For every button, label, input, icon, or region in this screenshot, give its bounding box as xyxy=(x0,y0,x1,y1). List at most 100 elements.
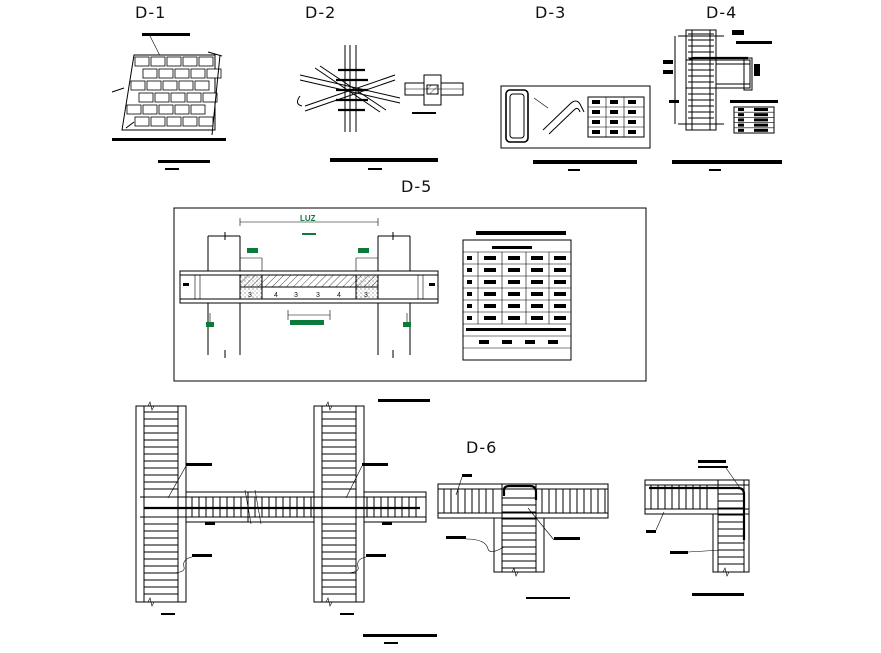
detail-title-d5: D-5 xyxy=(401,177,432,196)
table-cell-mark xyxy=(592,100,600,104)
detail-title-d2: D-2 xyxy=(305,3,336,22)
h-frame-joint-detail xyxy=(135,399,437,644)
brick xyxy=(158,68,174,79)
table-cell-mark xyxy=(531,316,543,320)
d4-schedule-table xyxy=(734,106,774,132)
brick xyxy=(166,56,182,67)
table-cell-mark xyxy=(484,304,496,308)
table-cell-mark xyxy=(467,268,472,272)
brick xyxy=(194,80,210,91)
table-cell-mark xyxy=(592,120,600,124)
table-cell-mark xyxy=(484,280,496,284)
table-cell-mark xyxy=(467,316,472,320)
brick xyxy=(134,116,150,127)
d5-bar-number: 3 xyxy=(364,292,368,299)
table-cell-mark xyxy=(610,120,618,124)
table-cell-mark xyxy=(484,268,496,272)
d6-beam-stirrups xyxy=(443,489,606,513)
table-cell-mark xyxy=(531,268,543,272)
brick xyxy=(150,56,166,67)
table-cell-mark xyxy=(754,108,768,111)
brick xyxy=(190,68,206,79)
table-cell-mark xyxy=(554,268,566,272)
table-cell-mark xyxy=(502,340,512,344)
brick xyxy=(154,92,170,103)
brick xyxy=(150,116,166,127)
brick xyxy=(134,56,150,67)
brick xyxy=(174,104,190,115)
brick xyxy=(170,92,186,103)
brick xyxy=(198,56,214,67)
d1-brick-courses xyxy=(126,56,222,127)
brick xyxy=(126,104,142,115)
table-cell-mark xyxy=(467,256,472,260)
d1-brick-wall-detail xyxy=(111,33,226,170)
table-cell-mark xyxy=(467,304,472,308)
brick xyxy=(142,104,158,115)
table-cell-mark xyxy=(531,292,543,296)
d5-bar-schedule-table xyxy=(463,251,571,349)
table-cell-mark xyxy=(754,118,768,122)
table-cell-mark xyxy=(554,292,566,296)
table-cell-mark xyxy=(508,256,520,260)
brick xyxy=(146,80,162,91)
d6-l-column-ties xyxy=(718,493,744,565)
d5-bar-number: 3 xyxy=(294,292,298,299)
table-cell-mark xyxy=(508,280,520,284)
brick xyxy=(174,68,190,79)
d5-bar-number: 4 xyxy=(274,292,278,299)
d5-span-label: LUZ xyxy=(300,214,316,223)
brick xyxy=(206,68,222,79)
table-cell-mark xyxy=(628,120,636,124)
table-cell-mark xyxy=(592,110,600,114)
table-cell-mark xyxy=(554,280,566,284)
table-cell-mark xyxy=(554,304,566,308)
table-cell-mark xyxy=(467,280,472,284)
brick xyxy=(198,116,214,127)
brick xyxy=(158,104,174,115)
table-cell-mark xyxy=(610,110,618,114)
table-cell-mark xyxy=(531,280,543,284)
table-cell-mark xyxy=(754,123,768,127)
table-cell-mark xyxy=(484,292,496,296)
brick xyxy=(202,92,218,103)
table-cell-mark xyxy=(738,113,744,117)
d2-column-cage-detail xyxy=(296,45,464,170)
detail-title-d1: D-1 xyxy=(135,3,166,22)
detail-title-d3: D-3 xyxy=(535,3,566,22)
table-cell-mark xyxy=(738,128,744,132)
table-cell-mark xyxy=(738,118,744,122)
table-cell-mark xyxy=(548,340,558,344)
brick xyxy=(162,80,178,91)
d6-t-joint-detail xyxy=(437,474,609,599)
brick xyxy=(142,68,158,79)
table-cell-mark xyxy=(628,110,636,114)
table-cell-mark xyxy=(610,130,618,134)
table-cell-mark xyxy=(531,304,543,308)
brick xyxy=(182,116,198,127)
table-cell-mark xyxy=(628,130,636,134)
detail-title-d4: D-4 xyxy=(706,3,737,22)
table-cell-mark xyxy=(554,256,566,260)
brick xyxy=(190,104,206,115)
d4-column-beam-joint-detail xyxy=(663,29,782,171)
table-cell-mark xyxy=(508,292,520,296)
d5-bar-number: 3 xyxy=(316,292,320,299)
d6-l-joint-detail xyxy=(644,460,750,596)
table-cell-mark xyxy=(610,100,618,104)
d3-stirrup-hook-detail xyxy=(500,85,651,171)
h-frame-right-column-ties xyxy=(322,411,356,595)
table-cell-mark xyxy=(628,100,636,104)
brick xyxy=(138,92,154,103)
brick xyxy=(182,56,198,67)
table-cell-mark xyxy=(508,268,520,272)
h-frame-left-column-ties xyxy=(144,411,178,595)
brick xyxy=(130,80,146,91)
table-cell-mark xyxy=(738,108,744,111)
table-cell-mark xyxy=(508,304,520,308)
d6-l-beam-stirrups xyxy=(650,485,708,509)
d5-bar-number: 4 xyxy=(337,292,341,299)
table-cell-mark xyxy=(479,340,489,344)
